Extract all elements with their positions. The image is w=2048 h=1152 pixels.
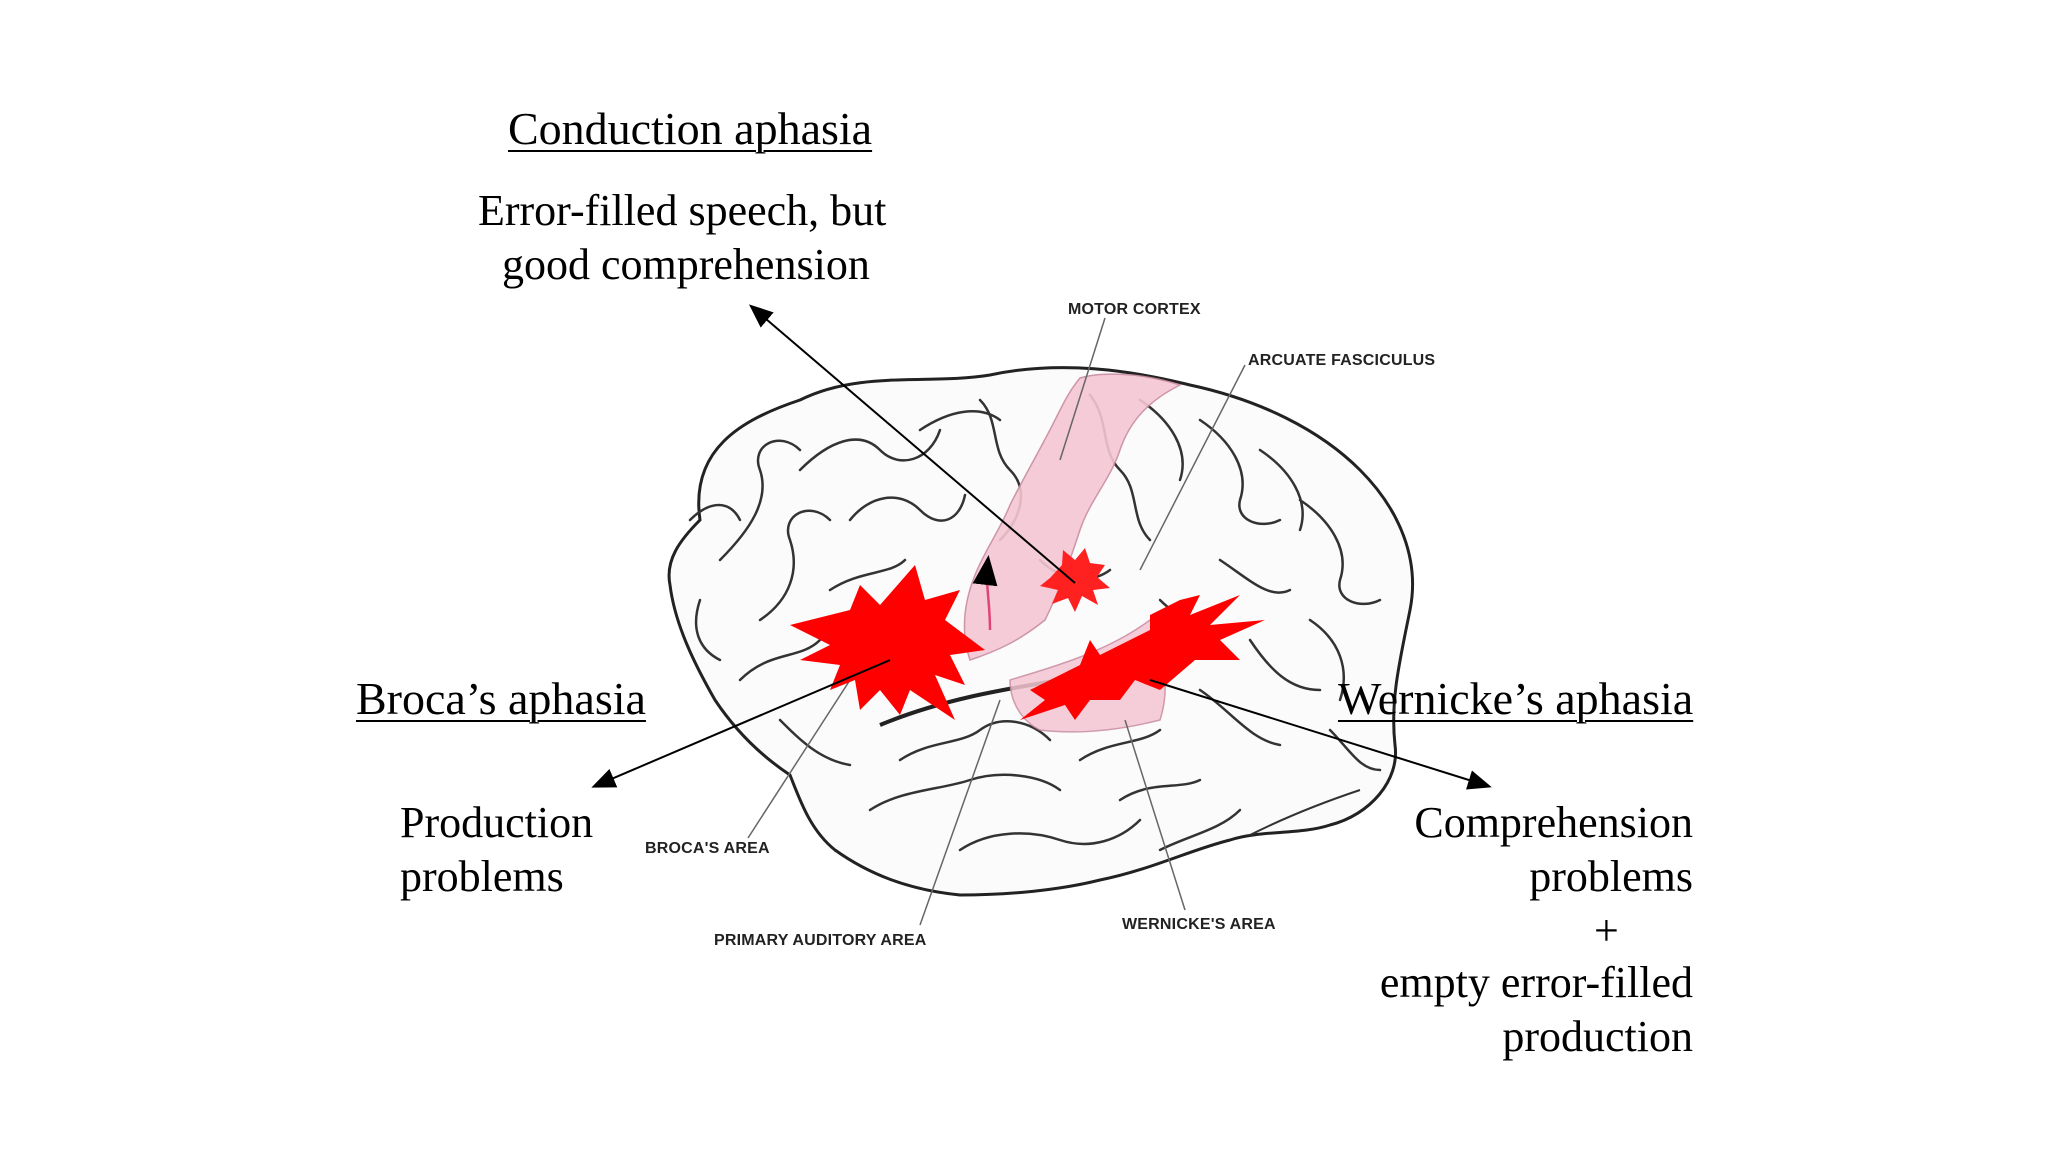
brocas-aphasia-desc-line2: problems xyxy=(400,852,564,901)
wernickes-aphasia-desc-line4: empty error-filled xyxy=(1379,958,1693,1007)
label-brocas-area: BROCA'S AREA xyxy=(645,840,770,857)
arrow-broca xyxy=(591,659,891,788)
wernickes-aphasia-desc-line2: problems xyxy=(1529,852,1693,901)
brocas-aphasia-desc-line1: Production xyxy=(400,798,594,847)
pointer-arrows xyxy=(591,304,1492,790)
motor-cortex-highlight xyxy=(963,373,1182,661)
wernickes-aphasia-desc-line5: production xyxy=(1502,1012,1693,1061)
wernicke-lesion-burst xyxy=(1020,595,1265,720)
conduction-aphasia-title: Conduction aphasia xyxy=(508,103,873,154)
label-arcuate-fasciculus: ARCUATE FASCICULUS xyxy=(1248,352,1436,369)
conduction-lesion-burst xyxy=(1040,548,1110,612)
arrow-wernicke xyxy=(1149,679,1492,790)
arrow-conduction xyxy=(748,304,1076,584)
wernickes-aphasia-desc-plus: + xyxy=(1594,906,1619,955)
label-motor-cortex: MOTOR CORTEX xyxy=(1068,301,1201,318)
wernickes-aphasia-desc-line1: Comprehension xyxy=(1414,798,1693,847)
brocas-aphasia-title: Broca’s aphasia xyxy=(356,673,646,724)
label-primary-auditory-area: PRIMARY AUDITORY AREA xyxy=(714,932,927,949)
conduction-aphasia-desc-line1: Error-filled speech, but xyxy=(478,186,887,235)
conduction-aphasia-desc-line2: good comprehension xyxy=(502,240,870,289)
label-wernickes-area: WERNICKE'S AREA xyxy=(1122,916,1276,933)
anatomy-leader-lines xyxy=(747,317,1246,926)
wernickes-aphasia-title: Wernicke’s aphasia xyxy=(1338,673,1694,724)
arcuate-fasciculus-arrow xyxy=(972,555,998,631)
